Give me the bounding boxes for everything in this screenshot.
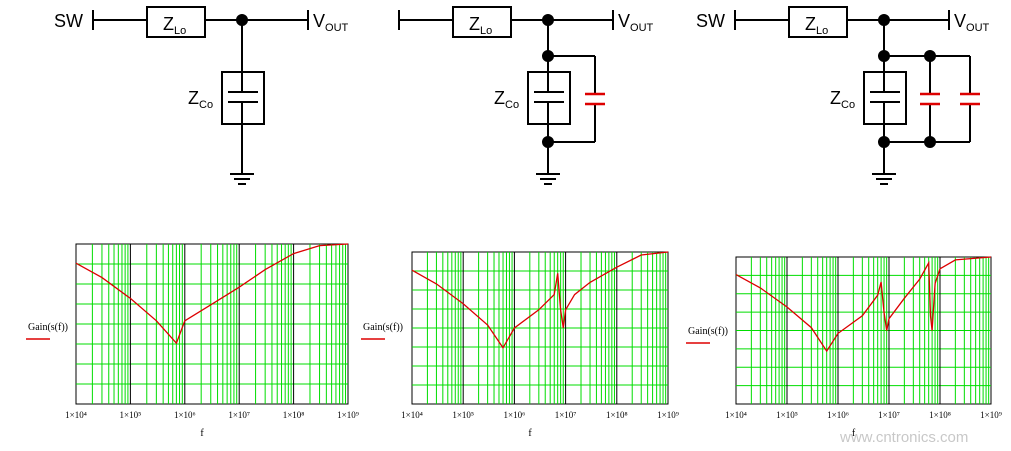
gain-plot-1: 1×10⁴ 1×10⁵ 1×10⁶ 1×10⁷ 1×10⁸ 1×10⁹ f Gain(s(f)… [26, 243, 359, 439]
x-tick-label: 1×10⁵ [452, 410, 474, 420]
gain-curve [411, 251, 669, 350]
ground-icon [536, 173, 560, 185]
inductor-box [452, 6, 512, 38]
y-axis-label: Gain(s(f)) [688, 326, 728, 337]
label-sub: Lo [174, 25, 186, 37]
x-tick-label: 1×10⁶ [827, 410, 849, 420]
circuit-3 [734, 6, 971, 185]
label-sub: Lo [816, 25, 828, 37]
x-tick-label: 1×10⁹ [337, 410, 359, 420]
x-tick-label: 1×10⁹ [980, 410, 1002, 420]
x-tick-label: 1×10⁸ [283, 410, 305, 420]
vout-label: VOUT [313, 11, 349, 34]
x-axis-label: f [200, 428, 204, 439]
label-main: V [954, 11, 966, 31]
x-tick-label: 1×10⁵ [120, 410, 142, 420]
extra-capacitor-icon [585, 92, 605, 106]
label-main: V [618, 11, 630, 31]
label-sub: OUT [630, 22, 654, 34]
gain-plot-2: 1×10⁴ 1×10⁵ 1×10⁶ 1×10⁷ 1×10⁸ 1×10⁹ f Gain(s(f)… [361, 251, 679, 439]
gain-curve [75, 243, 349, 345]
ground-icon [872, 173, 896, 185]
label-main: Z [469, 14, 480, 34]
x-axis-label: f [852, 428, 856, 439]
label-main: Z [494, 88, 505, 108]
label-sub: OUT [325, 22, 349, 34]
watermark: www.cntronics.com [839, 429, 968, 446]
label-main: Z [805, 14, 816, 34]
extra-capacitor-icon [920, 92, 940, 106]
label-main: Z [188, 88, 199, 108]
x-tick-label: 1×10⁵ [776, 410, 798, 420]
x-tick-label: 1×10⁴ [725, 410, 747, 420]
x-tick-label: 1×10⁷ [228, 410, 250, 420]
x-axis-label: f [528, 428, 532, 439]
inductor-box [146, 6, 206, 38]
sw-label: SW [696, 11, 725, 31]
gain-plot-3: 1×10⁴ 1×10⁵ 1×10⁶ 1×10⁷ 1×10⁸ 1×10⁹ f Gain(s(f)… [686, 256, 1002, 439]
label-main: V [313, 11, 325, 31]
x-tick-label: 1×10⁸ [929, 410, 951, 420]
ground-icon [230, 173, 254, 185]
vout-label: VOUT [954, 11, 990, 34]
x-tick-label: 1×10⁸ [606, 410, 628, 420]
label-main: Z [830, 88, 841, 108]
y-axis-label: Gain(s(f)) [28, 322, 68, 333]
inductor-label: ZLo [805, 14, 828, 37]
x-tick-label: 1×10⁷ [555, 410, 577, 420]
capacitor-label: ZCo [188, 88, 213, 111]
gain-curve [735, 256, 992, 353]
vout-label: VOUT [618, 11, 654, 34]
label-sub: Co [505, 99, 519, 111]
x-tick-label: 1×10⁴ [401, 410, 423, 420]
capacitor-label: ZCo [494, 88, 519, 111]
inductor-box [788, 6, 848, 38]
y-axis-label: Gain(s(f)) [363, 322, 403, 333]
label-sub: Co [199, 99, 213, 111]
x-tick-label: 1×10⁴ [65, 410, 87, 420]
x-tick-label: 1×10⁶ [504, 410, 526, 420]
extra-capacitor-icon [960, 92, 980, 106]
x-tick-label: 1×10⁶ [174, 410, 196, 420]
sw-label: SW [54, 11, 83, 31]
label-main: Z [163, 14, 174, 34]
inductor-label: ZLo [469, 14, 492, 37]
label-sub: Lo [480, 25, 492, 37]
capacitor-label: ZCo [830, 88, 855, 111]
label-sub: OUT [966, 22, 990, 34]
x-tick-label: 1×10⁷ [878, 410, 900, 420]
circuit-2 [398, 6, 614, 185]
circuit-1 [92, 6, 309, 185]
x-tick-label: 1×10⁹ [657, 410, 679, 420]
label-sub: Co [841, 99, 855, 111]
inductor-label: ZLo [163, 14, 186, 37]
